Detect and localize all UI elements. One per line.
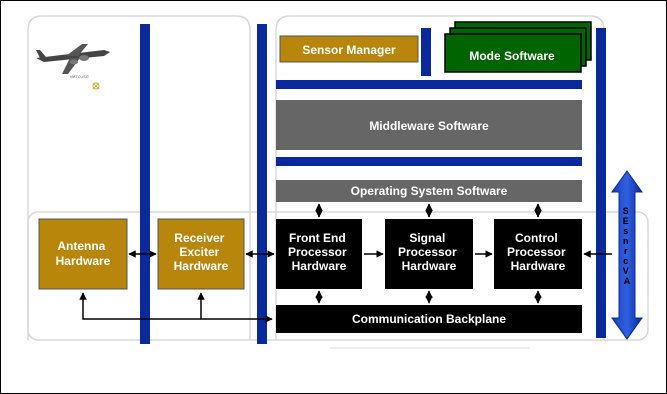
left-panel <box>27 15 251 340</box>
front-end-box <box>276 219 362 289</box>
antenna-backplane-link <box>79 292 273 323</box>
lower-blue-bus <box>276 157 582 166</box>
side-arrow-label: S E s n r c V A <box>623 206 632 286</box>
antenna-label: Antenna Hardware <box>56 239 111 268</box>
receiver-box <box>157 218 245 290</box>
plane-caption: NATO-ISR <box>70 74 89 79</box>
left-blue-bus <box>140 24 150 344</box>
front-end-label: Front End Processor Hardware <box>288 231 350 273</box>
lower-panel <box>27 211 649 341</box>
signal-label: Signal Processor Hardware <box>398 231 460 273</box>
upper-blue-bus <box>276 80 582 89</box>
middleware-box <box>276 100 582 150</box>
side-double-arrow <box>611 170 643 340</box>
sensor-manager-label: Sensor Manager <box>302 43 396 57</box>
right-blue-bus <box>596 28 606 338</box>
airplane-icon <box>36 44 110 90</box>
backplane-box <box>276 305 582 333</box>
middle-blue-bus <box>257 24 267 344</box>
sensor-manager-box <box>279 35 419 63</box>
antenna-box <box>38 218 128 290</box>
signal-box <box>385 219 473 289</box>
os-label: Operating System Software <box>351 184 508 198</box>
backplane-label: Communication Backplane <box>352 312 506 326</box>
mode-blue-bus <box>421 28 431 76</box>
control-box <box>494 219 582 289</box>
os-box <box>276 180 582 202</box>
receiver-label: Receiver Exciter Hardware <box>174 231 229 273</box>
mode-software-label: Mode Software <box>469 49 555 63</box>
middleware-label: Middleware Software <box>369 119 489 133</box>
mode-software-stack <box>444 21 592 73</box>
right-panel <box>275 15 605 340</box>
control-label: Control Processor Hardware <box>507 231 569 273</box>
